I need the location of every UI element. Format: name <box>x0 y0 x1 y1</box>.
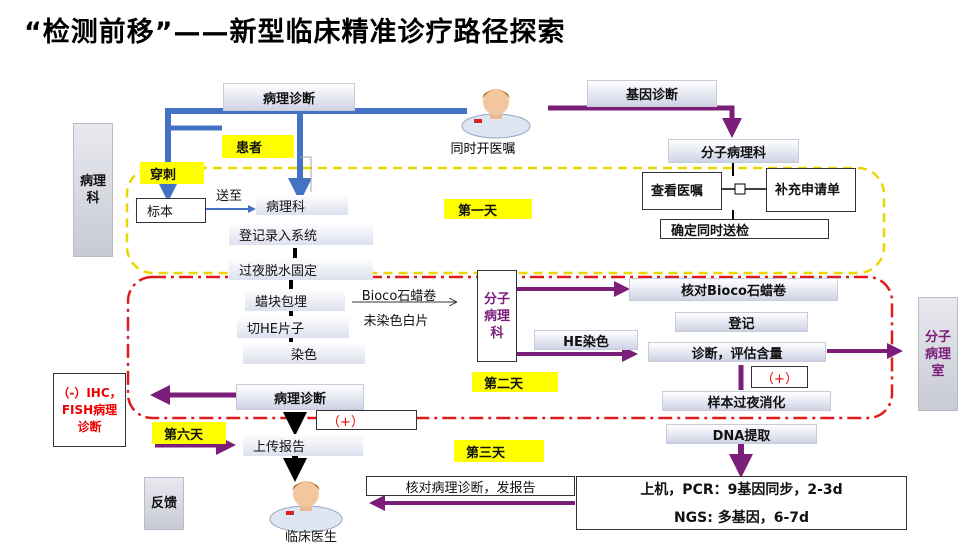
specimen-box: 标本 <box>136 198 206 223</box>
mol-dept-mid-box: 分子病理科 <box>477 270 517 362</box>
pathology-diagnosis-mid: 病理诊断 <box>236 384 364 410</box>
supplement-form-box: 补充申请单 <box>766 168 856 212</box>
staining-box: 染色 <box>243 342 365 364</box>
overnight-digest-box: 样本过夜消化 <box>662 391 831 411</box>
puncture-box: 穿刺 <box>140 162 204 184</box>
left-dept-label: 病理科 <box>73 123 113 257</box>
check-report-box: 核对病理诊断，发报告 <box>366 476 575 496</box>
wax-embedding-box: 蜡块包埋 <box>245 289 345 311</box>
overnight-dehydration-box: 过夜脱水固定 <box>229 258 373 280</box>
register-system-box: 登记录入系统 <box>229 223 373 245</box>
gene-diagnosis-box: 基因诊断 <box>587 80 717 107</box>
blue-top-line <box>156 108 467 202</box>
pathology-dept-box: 病理科 <box>256 195 348 215</box>
bioco-wax-roll-label: Bioco石蜡卷 <box>361 288 437 303</box>
feedback-box: 反馈 <box>144 477 184 530</box>
plus-right-box: （+） <box>751 366 808 388</box>
mol-lab-box: 分子病理室 <box>918 297 958 411</box>
pathology-diagnosis-top: 病理诊断 <box>223 83 355 111</box>
doctor-order-label: 同时开医嘱 <box>450 141 516 157</box>
thin-branch <box>300 156 312 192</box>
pcr-line: 上机，PCR：9基因同步，2-3d <box>640 482 843 498</box>
clinician-label: 临床医生 <box>284 529 337 545</box>
view-order-box: 查看医嘱 <box>642 172 722 210</box>
ihc-fish-box: （-）IHC，FISH病理诊断 <box>53 373 126 447</box>
day3-label: 第三天 <box>454 440 544 462</box>
page-title: “检测前移”——新型临床精准诊疗路径探索 <box>24 17 566 48</box>
doctor-icon-bottom <box>269 481 343 533</box>
day2-label: 第二天 <box>472 372 558 392</box>
doctor-icon-top <box>461 89 531 139</box>
diag-assess-box: 诊断，评估含量 <box>648 342 826 362</box>
patient-box: 患者 <box>222 135 294 158</box>
mol-dept-top-box: 分子病理科 <box>668 139 799 163</box>
day6-label: 第六天 <box>152 422 226 444</box>
upload-report-box: 上传报告 <box>243 434 363 456</box>
check-bioco-box: 核对Bioco石蜡卷 <box>629 278 838 301</box>
ngs-line: NGS: 多基因，6-7d <box>673 510 810 526</box>
confirm-send-box: 确定同时送检 <box>660 219 829 239</box>
plus-left-box: （+） <box>316 410 417 430</box>
sequencing-box: 上机，PCR：9基因同步，2-3d NGS: 多基因，6-7d <box>576 476 907 530</box>
connector-plug <box>734 183 746 195</box>
dna-extract-box: DNA提取 <box>666 424 817 444</box>
cut-he-slide-box: 切HE片子 <box>237 316 349 338</box>
day1-label: 第一天 <box>444 199 532 219</box>
he-stain-box: HE染色 <box>534 330 638 350</box>
unstained-slide-label: 未染色白片 <box>363 313 429 328</box>
register-box: 登记 <box>675 312 808 332</box>
purple-gene <box>548 105 742 138</box>
send-to-label: 送至 <box>215 188 242 203</box>
